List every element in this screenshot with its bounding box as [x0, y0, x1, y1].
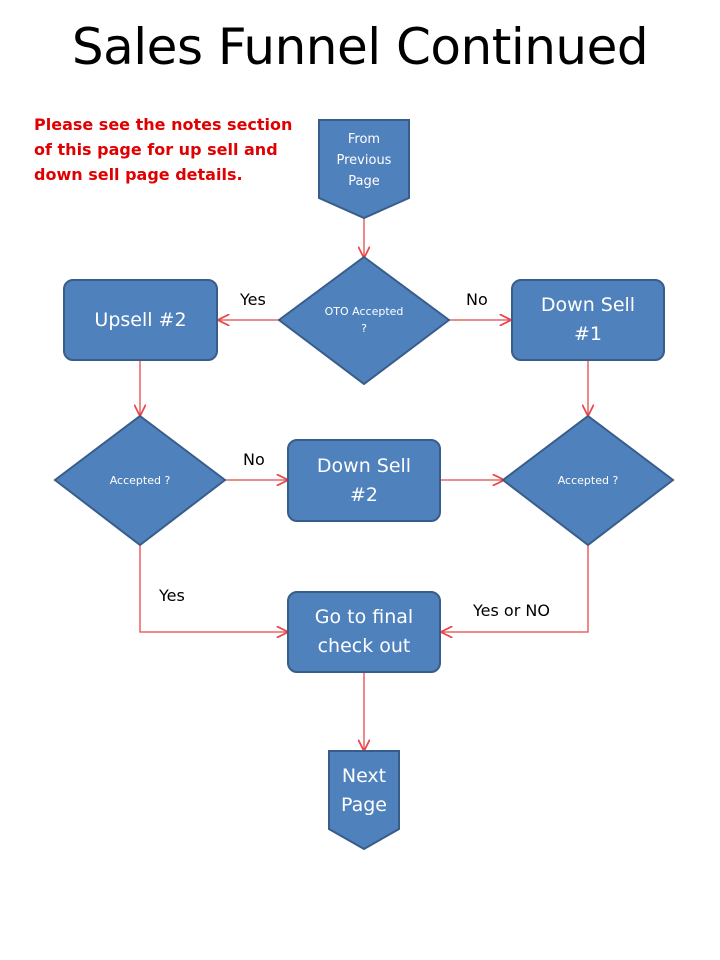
accepted-left-label: Accepted ?: [109, 473, 171, 487]
accepted-right-decision: [501, 414, 675, 547]
from-previous-label: From Previous Page: [336, 131, 392, 189]
final-checkout-node: [287, 591, 441, 673]
accepted-right-label: Accepted ?: [557, 473, 619, 487]
final-checkout-label: Go to final check out: [314, 606, 414, 657]
upsell2-label: Upsell #2: [94, 308, 187, 331]
upsell2-node: [63, 279, 218, 361]
downsell2-label: Down Sell #2: [316, 454, 412, 506]
page-title: Sales Funnel Continued: [71, 18, 649, 76]
oto-accepted-decision: [277, 255, 451, 386]
edge-label-oto-no: No: [466, 290, 488, 309]
edge-label-right-yes-or-no: Yes or NO: [473, 601, 550, 620]
next-page-label: Next Page: [341, 765, 387, 816]
edge-label-left-yes: Yes: [159, 586, 185, 605]
edge-label-left-no: No: [243, 450, 265, 469]
connector-accepted-left-to-checkout: [139, 545, 287, 632]
downsell2-node: [287, 439, 441, 522]
oto-accepted-label: OTO Accepted ?: [324, 305, 404, 335]
notes-instruction: Please see the notes section of this pag…: [34, 115, 293, 184]
next-page-node: [328, 750, 400, 851]
accepted-left-decision: [53, 414, 227, 547]
from-previous-page-node: [318, 119, 410, 220]
downsell1-node: [511, 279, 665, 361]
edge-label-oto-yes: Yes: [240, 290, 266, 309]
connector-accepted-right-to-checkout: [442, 545, 589, 632]
downsell1-label: Down Sell #1: [540, 294, 636, 345]
